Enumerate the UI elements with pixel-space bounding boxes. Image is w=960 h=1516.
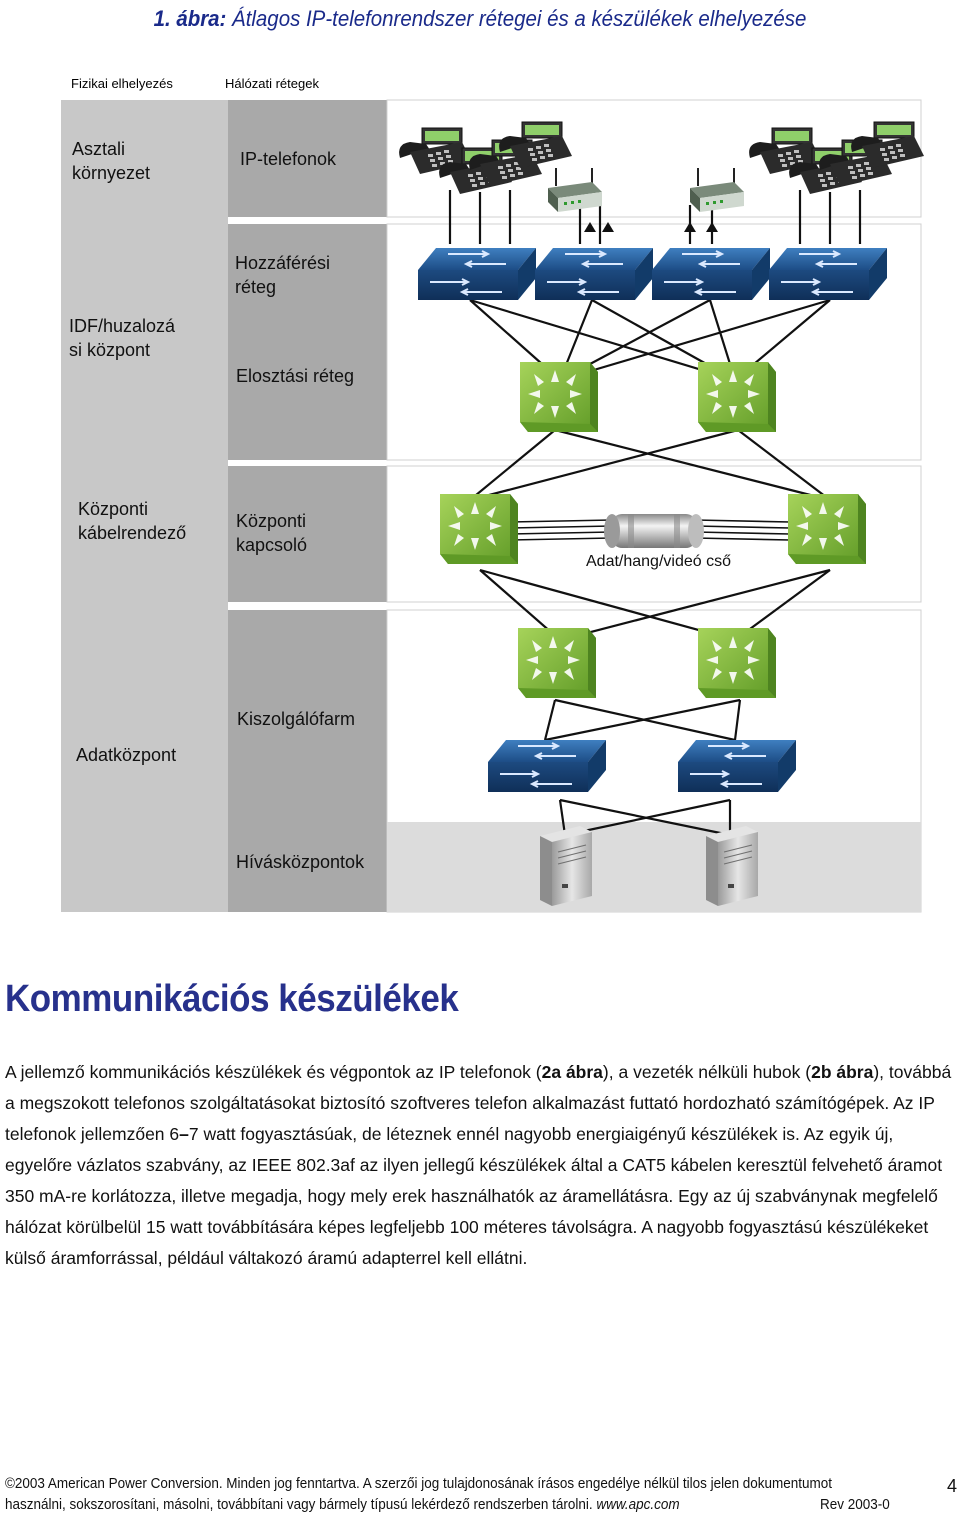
column-header-physical: Fizikai elhelyezés [71, 76, 173, 91]
body-text-4: 7 watt fogyasztásúak, de léteznek ennél … [5, 1124, 943, 1268]
footer-revision: Rev 2003-0 [820, 1497, 890, 1513]
label-distribution-layer: Elosztási réteg [236, 366, 355, 386]
body-bold-2: 2b ábra [811, 1062, 874, 1082]
label-central-cabling: Központi kábelrendező [78, 497, 186, 545]
pipe-icon [604, 514, 704, 548]
figure-title-text: Átlagos IP-telefonrendszer rétegei és a … [226, 6, 807, 31]
footer-copyright-line1: ©2003 American Power Conversion. Minden … [5, 1476, 833, 1492]
label-core-line1: Központi [236, 511, 307, 531]
server-farm-router-icon [518, 628, 596, 698]
label-desktop-line2: környezet [72, 163, 151, 183]
body-bold-1: 2a ábra [541, 1062, 603, 1082]
footer-url-link[interactable]: www.apc.com [596, 1497, 680, 1513]
body-text-2: ), a vezeték nélküli hubok ( [602, 1062, 812, 1082]
access-switch-icon [768, 247, 888, 301]
label-core-line2: kapcsoló [236, 535, 308, 555]
label-access-line1: Hozzáférési [235, 253, 331, 273]
server-icon [705, 825, 759, 907]
label-idf-line1: IDF/huzalozá [69, 316, 176, 336]
physical-column [61, 100, 228, 912]
core-router-icon [788, 494, 866, 564]
label-ip-phones: IP-telefonok [240, 149, 337, 169]
label-server-farm: Kiszolgálófarm [237, 709, 356, 729]
body-bold-3: – [179, 1124, 189, 1144]
body-text-1: A jellemző kommunikációs készülékek és v… [5, 1062, 542, 1082]
label-access-layer: Hozzáférési réteg [235, 251, 330, 299]
label-central-line2: kábelrendező [78, 523, 187, 543]
access-switch-icon [417, 247, 537, 301]
core-router-icon [440, 494, 518, 564]
server-icon [539, 825, 593, 907]
network-diagram [61, 99, 925, 913]
figure-title-prefix: 1. ábra: [153, 6, 227, 31]
label-call-centers: Hívásközpontok [236, 852, 365, 872]
label-access-line2: réteg [235, 277, 277, 297]
footer-line2-text: használni, sokszorosítani, másolni, tová… [5, 1497, 597, 1513]
server-switch-icon [487, 739, 607, 793]
label-idf-line2: si központ [69, 340, 151, 360]
label-idf: IDF/huzalozá si központ [69, 314, 175, 362]
body-paragraph: A jellemző kommunikációs készülékek és v… [5, 1057, 955, 1274]
server-farm-router-icon [698, 628, 776, 698]
label-desktop-line1: Asztali [72, 139, 126, 159]
page-number: 4 [947, 1476, 958, 1496]
label-pipe: Adat/hang/videó cső [586, 553, 731, 570]
label-datacenter: Adatközpont [76, 745, 177, 765]
label-core-switch: Központi kapcsoló [236, 509, 307, 557]
label-central-line1: Központi [78, 499, 149, 519]
body-text-3: ), továbbá a megszokott telefonos szolgá… [5, 1062, 952, 1144]
label-desktop: Asztali környezet [72, 137, 150, 185]
footer-copyright-line2: használni, sokszorosítani, másolni, tová… [5, 1497, 680, 1513]
figure-title: 1. ábra: Átlagos IP-telefonrendszer réte… [34, 6, 927, 32]
column-header-network: Hálózati rétegek [225, 76, 319, 91]
access-switch-icon [651, 247, 771, 301]
server-switch-icon [677, 739, 797, 793]
section-title: Kommunikációs készülékek [5, 978, 459, 1020]
distribution-router-icon [698, 362, 776, 432]
distribution-router-icon [520, 362, 598, 432]
access-switch-icon [534, 247, 654, 301]
